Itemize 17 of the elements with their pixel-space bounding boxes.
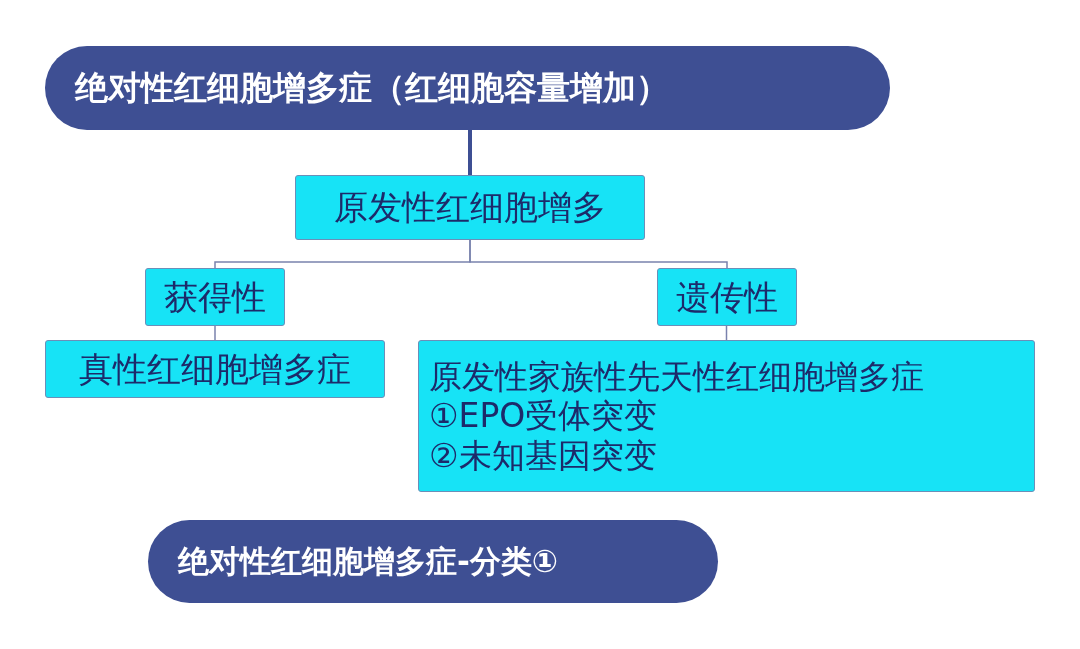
node-label: 原发性家族性先天性红细胞增多症 — [429, 356, 925, 397]
disease-box — [418, 340, 1035, 492]
category-box — [657, 268, 797, 326]
list-item: ①EPO受体突变 — [429, 396, 659, 436]
category-box — [145, 268, 285, 326]
node-label: 绝对性红细胞增多症-分类① — [178, 542, 559, 581]
node-label: 绝对性红细胞增多症（红细胞容量增加） — [75, 68, 669, 108]
node-label: 遗传性 — [676, 276, 778, 318]
node-label: 真性红细胞增多症 — [79, 348, 351, 390]
node-label: 原发性红细胞增多 — [334, 187, 606, 228]
connector-line — [469, 239, 728, 269]
list-item: ②未知基因突变 — [429, 435, 658, 476]
category-box — [295, 175, 645, 240]
node-label: 获得性 — [164, 276, 266, 318]
disease-box — [45, 340, 385, 398]
connector-line — [214, 325, 216, 341]
connector-line — [468, 130, 472, 175]
